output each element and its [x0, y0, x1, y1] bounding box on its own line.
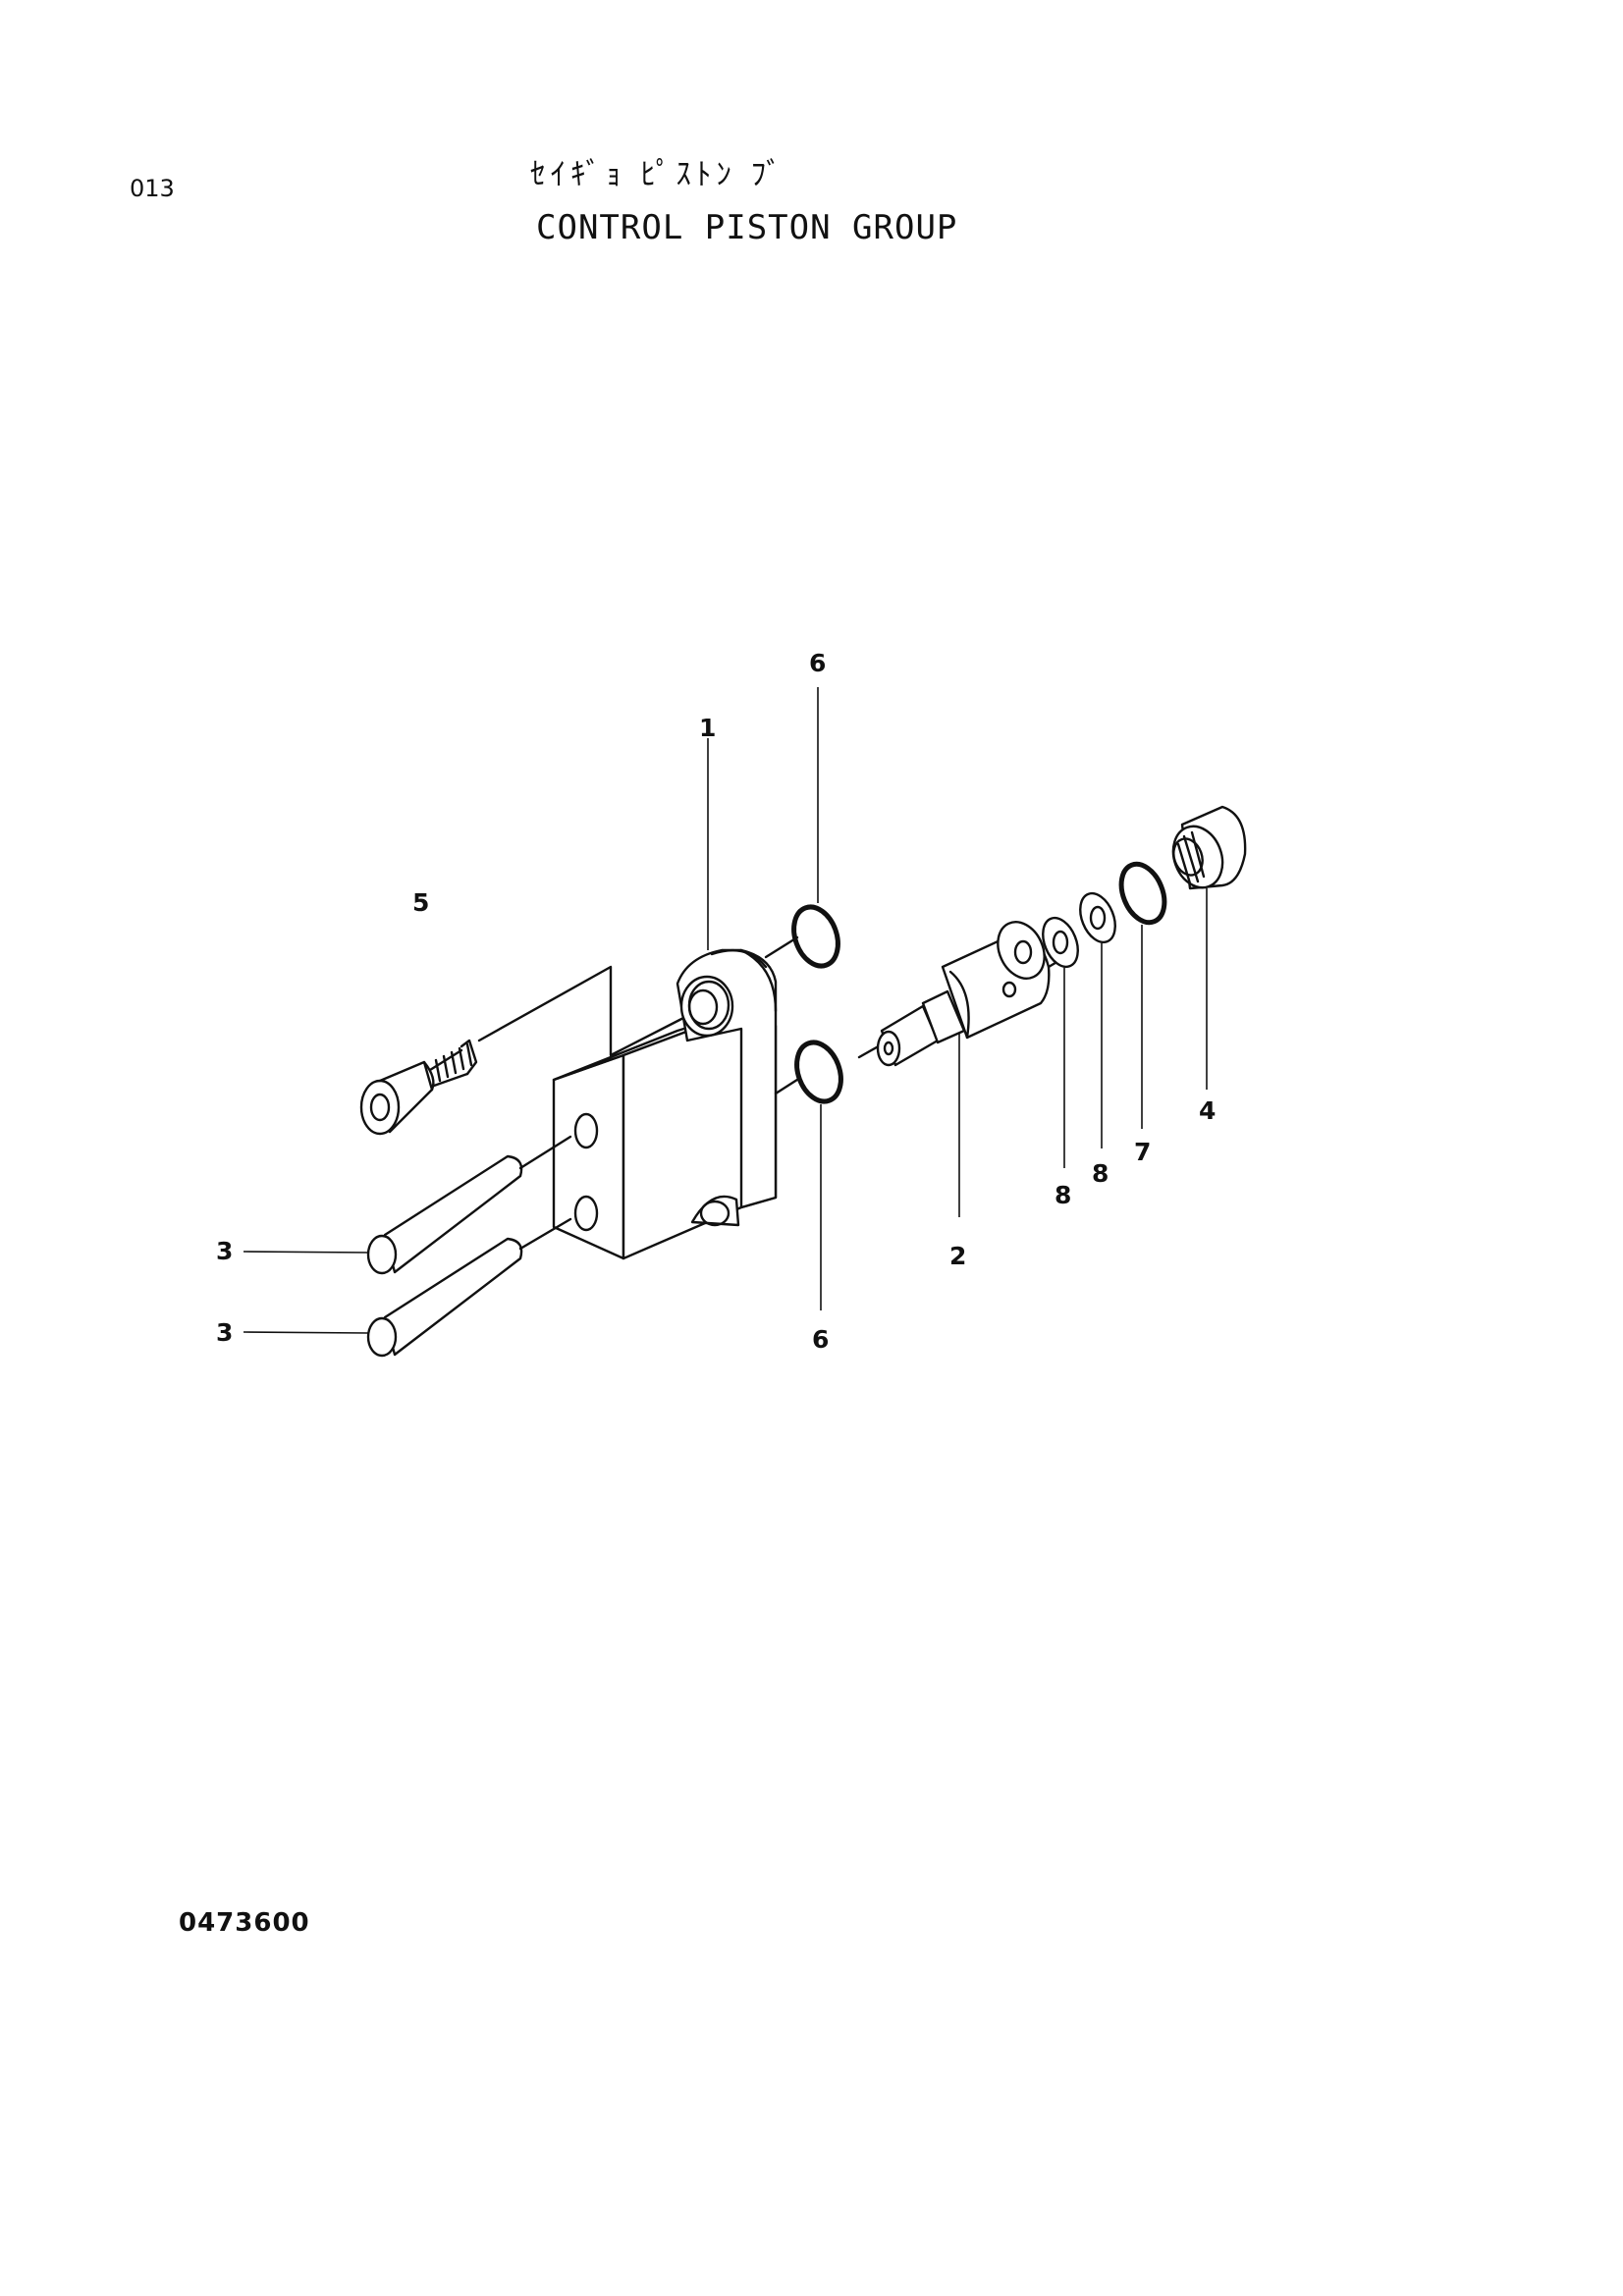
o-ring-part-7 — [1118, 861, 1167, 1129]
leader-3-lower — [243, 1331, 369, 1334]
callout-3-lower: 3 — [216, 1318, 233, 1347]
page-number: 013 — [130, 175, 175, 202]
washer-part-8-right — [1079, 891, 1116, 1148]
callout-7: 7 — [1134, 1138, 1151, 1166]
callout-8-left: 8 — [1055, 1181, 1071, 1209]
cap-screw-part-5 — [359, 1039, 478, 1136]
callout-4: 4 — [1199, 1096, 1216, 1125]
callout-6-upper: 6 — [809, 649, 826, 677]
callout-5: 5 — [412, 888, 429, 917]
callout-6-lower: 6 — [812, 1325, 829, 1354]
plug-part-4 — [1171, 805, 1247, 1090]
callout-8-right: 8 — [1092, 1159, 1109, 1188]
o-ring-part-6-upper — [764, 687, 840, 969]
page-title-japanese: ｾｲｷﾞｮ ﾋﾟｽﾄﾝ ﾌﾞ — [530, 157, 786, 192]
page-title: CONTROL PISTON GROUP — [536, 208, 958, 247]
drawing-code: 0473600 — [179, 1908, 310, 1938]
callout-1: 1 — [699, 714, 716, 742]
leader-3-upper — [243, 1251, 369, 1254]
pin-part-3-lower — [366, 1217, 572, 1358]
screw-axis-line — [477, 965, 689, 1057]
control-piston-part-2 — [857, 921, 1072, 1217]
washer-part-8-left — [1042, 916, 1079, 1168]
callout-2: 2 — [949, 1242, 966, 1270]
pin-part-3-upper — [366, 1135, 572, 1275]
callout-3-upper: 3 — [216, 1237, 233, 1265]
o-ring-part-6-lower — [774, 1040, 843, 1310]
valve-body-part-1 — [552, 738, 778, 1260]
